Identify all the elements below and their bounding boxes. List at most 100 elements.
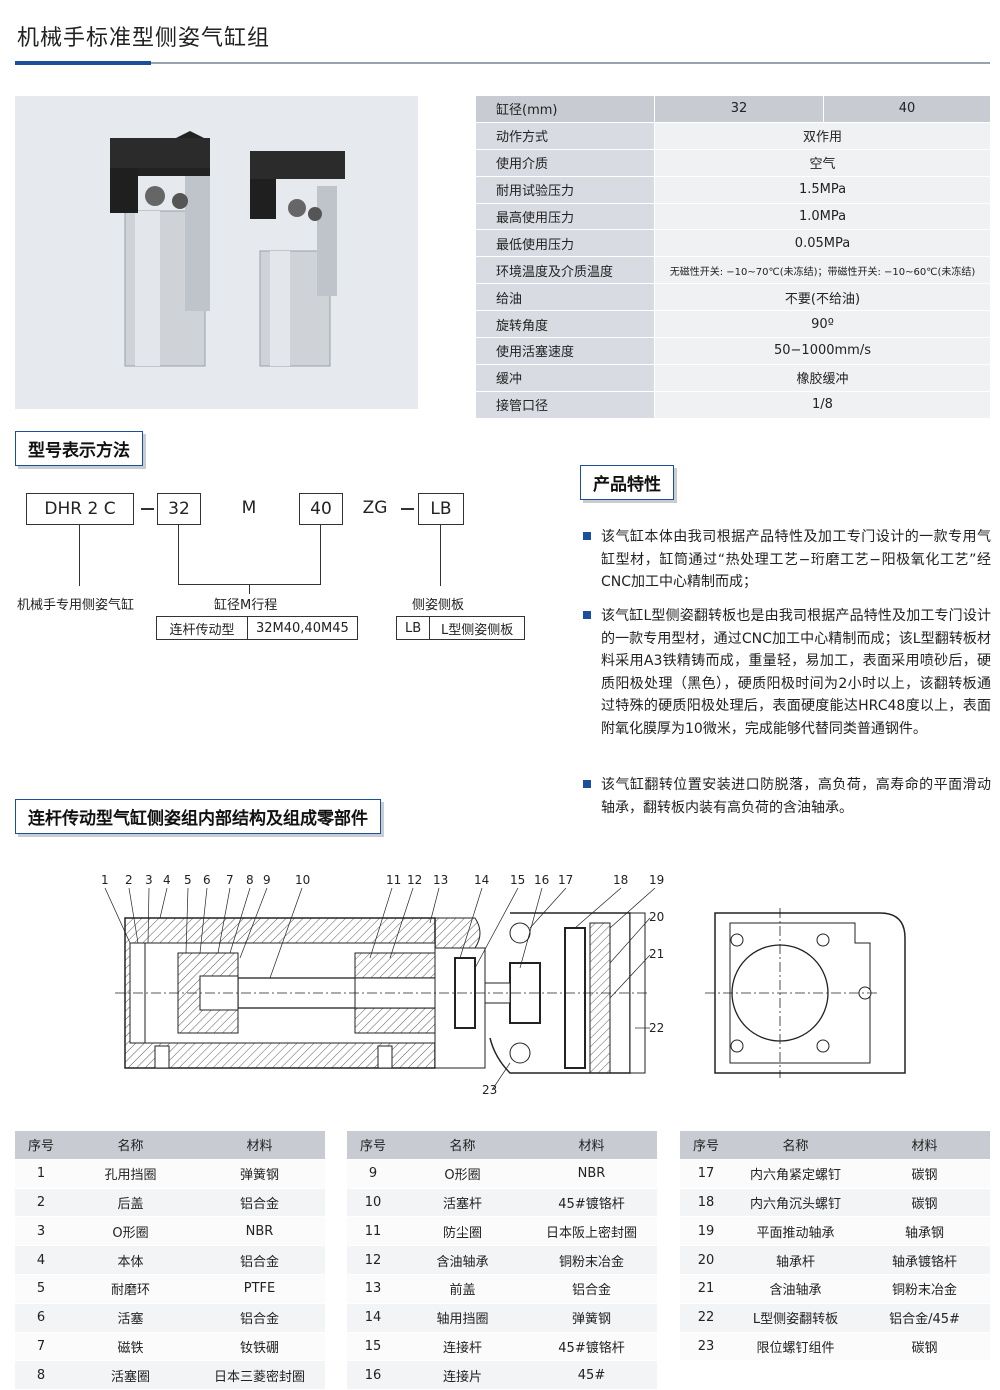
callout-9: 9 bbox=[263, 873, 271, 887]
code-suffix-zg: ZG bbox=[362, 498, 388, 518]
cell-name: 后盖 bbox=[67, 1188, 194, 1218]
spec-value: 不要(不给油) bbox=[654, 283, 990, 312]
cell-name: 防尘圈 bbox=[399, 1216, 526, 1247]
cell-no: 22 bbox=[680, 1303, 732, 1333]
col-header-material: 材料 bbox=[859, 1131, 990, 1160]
code-dash bbox=[401, 508, 414, 510]
features-title: 产品特性 bbox=[580, 465, 674, 500]
label-side-plate: 侧姿侧板 bbox=[412, 598, 465, 613]
code-box-bore: 32 bbox=[157, 493, 201, 525]
title-accent-bar bbox=[15, 61, 151, 65]
callout-6: 6 bbox=[203, 873, 211, 887]
cell-name: O形圈 bbox=[67, 1216, 194, 1247]
col-header-material: 材料 bbox=[194, 1131, 325, 1160]
plate-option-table: LB L型侧姿侧板 bbox=[395, 616, 526, 640]
callout-17: 17 bbox=[558, 873, 573, 887]
connector-line bbox=[178, 524, 179, 584]
cell-name: 连接杆 bbox=[399, 1332, 526, 1362]
spec-label: 环境温度及介质温度 bbox=[476, 256, 655, 285]
col-header-name: 名称 bbox=[67, 1131, 194, 1160]
cell-no: 3 bbox=[15, 1216, 67, 1247]
cell-name: 本体 bbox=[67, 1245, 194, 1275]
spec-value: 50−1000mm/s bbox=[654, 337, 990, 365]
cell-name: 活塞杆 bbox=[399, 1188, 526, 1218]
label-cylinder-type: 机械手专用侧姿气缸 bbox=[17, 598, 135, 613]
cell-no: 16 bbox=[347, 1360, 399, 1390]
cell-material: 日本三菱密封圈 bbox=[194, 1360, 325, 1390]
cylinder-image-small bbox=[250, 151, 345, 367]
cell-no: 9 bbox=[347, 1159, 399, 1189]
cell-no: 15 bbox=[347, 1332, 399, 1362]
spec-label: 最低使用压力 bbox=[476, 229, 655, 258]
spec-value: 无磁性开关: −10~70℃(未冻结)；带磁性开关: −10~60℃(未冻结) bbox=[654, 256, 990, 285]
cell-no: 14 bbox=[347, 1303, 399, 1333]
feature-item: 该气缸L型侧姿翻转板也是由我司根据产品特性及加工专门设计的一款专用型材，通过CN… bbox=[583, 605, 991, 740]
cell-name: 磁铁 bbox=[67, 1332, 194, 1362]
connector-line bbox=[79, 524, 80, 586]
callout-5: 5 bbox=[184, 873, 192, 887]
cell-no: 20 bbox=[680, 1245, 732, 1275]
cell-name: 含油轴承 bbox=[732, 1274, 859, 1304]
spec-header-40: 40 bbox=[823, 96, 990, 123]
leader-lines bbox=[104, 887, 656, 1091]
feature-item: 该气缸翻转位置安装进口防脱落，高负荷，高寿命的平面滑动轴承，翻转板内装有高负荷的… bbox=[583, 774, 991, 819]
cell-no: 11 bbox=[347, 1216, 399, 1247]
cell-no: 13 bbox=[347, 1274, 399, 1304]
cell-material: 45#镀铬杆 bbox=[526, 1332, 657, 1362]
side-view bbox=[705, 908, 906, 1078]
cell-name: 平面推动轴承 bbox=[732, 1216, 859, 1247]
cell-name: 内六角沉头螺钉 bbox=[732, 1188, 859, 1218]
cell-material: 45# bbox=[526, 1360, 657, 1390]
spec-label: 耐用试验压力 bbox=[476, 176, 655, 204]
drive-type-label: 连杆传动型 bbox=[156, 616, 248, 640]
product-photo bbox=[15, 96, 418, 409]
callout-1: 1 bbox=[101, 873, 109, 887]
label-bore-stroke: 缸径M行程 bbox=[214, 598, 278, 613]
col-header-no: 序号 bbox=[15, 1131, 67, 1160]
code-separator-m: M bbox=[241, 498, 257, 518]
spec-value: 1.5MPa bbox=[654, 176, 990, 204]
callout-2: 2 bbox=[125, 873, 133, 887]
cell-material: 弹簧钢 bbox=[526, 1303, 657, 1333]
cell-name: 含油轴承 bbox=[399, 1245, 526, 1275]
cell-no: 18 bbox=[680, 1188, 732, 1218]
spec-label: 给油 bbox=[476, 283, 655, 312]
spec-label: 使用活塞速度 bbox=[476, 337, 655, 365]
callout-15: 15 bbox=[510, 873, 525, 887]
spec-value: 1/8 bbox=[654, 391, 990, 419]
callout-20: 20 bbox=[649, 910, 664, 924]
cell-name: 轴承杆 bbox=[732, 1245, 859, 1275]
cell-material: 铜粉末冶金 bbox=[859, 1274, 990, 1304]
callout-22: 22 bbox=[649, 1021, 664, 1035]
cell-no: 19 bbox=[680, 1216, 732, 1247]
cell-no: 23 bbox=[680, 1332, 732, 1362]
cell-material: 铝合金 bbox=[526, 1274, 657, 1304]
spec-value: 1.0MPa bbox=[654, 203, 990, 231]
spec-value: 90º bbox=[654, 310, 990, 339]
cell-no: 10 bbox=[347, 1188, 399, 1218]
cell-no: 7 bbox=[15, 1332, 67, 1362]
spec-value: 双作用 bbox=[654, 122, 990, 150]
cell-name: 连接片 bbox=[399, 1360, 526, 1390]
callout-7: 7 bbox=[226, 873, 234, 887]
cell-material: NBR bbox=[526, 1159, 657, 1189]
callout-23: 23 bbox=[482, 1083, 497, 1097]
drive-type-value: 32M40,40M45 bbox=[247, 616, 358, 640]
plate-description: L型侧姿侧板 bbox=[429, 616, 526, 640]
cell-no: 5 bbox=[15, 1274, 67, 1304]
callout-14: 14 bbox=[474, 873, 489, 887]
cell-no: 21 bbox=[680, 1274, 732, 1304]
col-header-no: 序号 bbox=[680, 1131, 732, 1160]
